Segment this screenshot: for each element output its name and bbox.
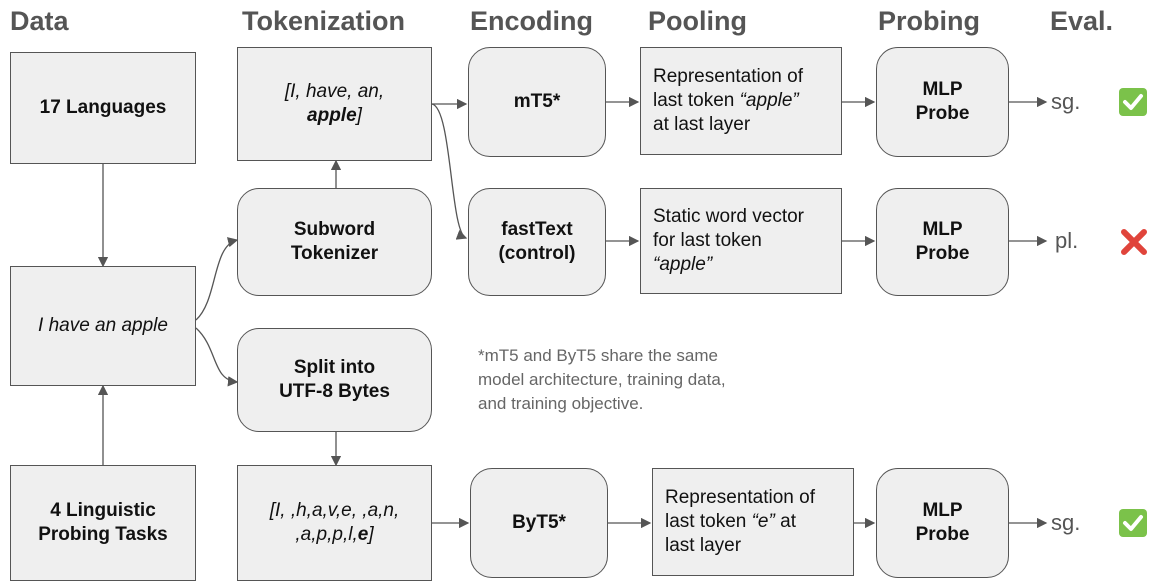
header-tokenization: Tokenization [242, 6, 406, 36]
footnote: *mT5 and ByT5 share the same model archi… [478, 346, 726, 413]
subword-tokens-box: [I, have, an,apple] [237, 47, 432, 161]
languages-box: 17 Languages [10, 52, 196, 164]
cross-mark-icon [1119, 227, 1149, 262]
fasttext-encoder-box: fastText(control) [468, 188, 606, 296]
byte-tokens-text: [I, ,h,a,v,e, ,a,n,,a,p,p,l,e] [269, 499, 400, 545]
header-encoding: Encoding [470, 6, 593, 36]
byte-tokens-box: [I, ,h,a,v,e, ,a,n,,a,p,p,l,e] [237, 465, 432, 581]
header-probing: Probing [878, 6, 980, 36]
byt5-encoder-box: ByT5* [470, 468, 608, 578]
sentence-label: I have an apple [38, 314, 168, 336]
fasttext-label: fastText(control) [498, 218, 576, 264]
sentence-box: I have an apple [10, 266, 196, 386]
mt5-encoder-box: mT5* [468, 47, 606, 157]
header-eval: Eval. [1050, 6, 1114, 36]
byt5-label: ByT5* [512, 511, 566, 533]
eval-output-mt5: sg. [1051, 89, 1081, 114]
eval-output-byt5: sg. [1051, 510, 1081, 535]
eval-output-fasttext: pl. [1055, 228, 1079, 253]
check-mark-icon [1119, 509, 1147, 542]
header-data: Data [10, 6, 69, 36]
header-pooling: Pooling [648, 6, 747, 36]
subword-tokens-text: [I, have, an,apple] [284, 80, 385, 126]
check-mark-icon [1119, 88, 1147, 121]
mt5-label: mT5* [513, 90, 561, 112]
languages-label: 17 Languages [39, 96, 167, 118]
